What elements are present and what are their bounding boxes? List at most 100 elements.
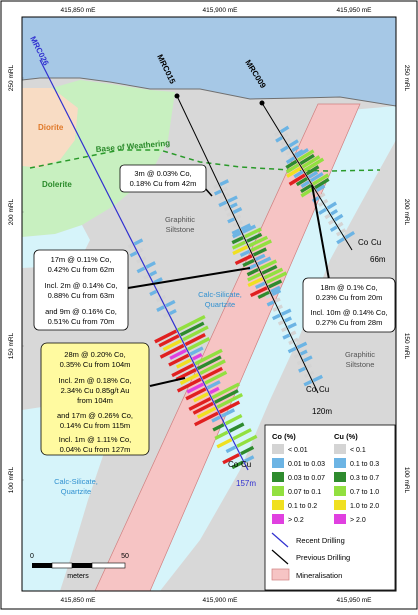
hole-mrc009-cu-label: Cu	[371, 238, 381, 247]
hole-mrc026-assay-bar	[168, 353, 190, 367]
hole-mrc009-assay-bar	[333, 213, 344, 222]
hole-mrc009-assay-bar	[300, 183, 313, 193]
scale-seg-1	[32, 563, 52, 568]
hole-mrc026-assay-bar	[159, 343, 185, 359]
hole-mrc015-assay-bar	[223, 206, 230, 212]
callout-mrc015-mid: 17m @ 0.11% Co, 0.42% Cu from 62m Incl. …	[33, 249, 129, 331]
rl-left-150: 150 mRL	[8, 332, 15, 359]
hole-mrc015-assay-bar	[222, 186, 229, 192]
hole-mrc015-assay-bar	[227, 217, 235, 224]
hole-mrc026-assay-bar	[225, 445, 237, 454]
scale-seg-4	[91, 562, 126, 569]
hole-mrc009-assay-bar	[301, 155, 321, 169]
legend-co-swatch	[272, 486, 284, 496]
hole-mrc026-assay-bar	[240, 445, 255, 456]
hole-mrc015-assay-bar	[232, 245, 249, 256]
hole-mrc026-assay-bar	[231, 460, 244, 470]
hole-mrc015-assay-bar	[293, 337, 299, 343]
hole-mrc015-assay-bar	[290, 330, 297, 336]
hole-mrc009-assay-bar	[309, 172, 324, 183]
scale-seg-2	[51, 562, 73, 569]
hole-mrc015-assay-bar	[237, 220, 244, 226]
scale-unit: meters	[67, 573, 89, 580]
hole-mrc026-assay-bar	[221, 408, 236, 418]
hole-mrc026-assay-bar	[188, 396, 212, 411]
calc-silicate-label-2a: Calc-Silicate,	[54, 477, 98, 486]
hole-mrc015-assay-bar	[296, 341, 308, 350]
hole-mrc015-assay-bar	[298, 366, 306, 373]
rl-labels: 250 mRL 200 mRL 150 mRL 100 mRL 250 mRL …	[8, 64, 410, 493]
hole-mrc015-assay-bar	[266, 300, 275, 307]
hole-mrc015-cu-label: Cu	[319, 385, 329, 394]
hole-mrc026-assay-bar	[129, 251, 138, 258]
hole-mrc009-assay-bar	[327, 219, 334, 226]
hole-mrc015-trace	[176, 95, 319, 394]
hole-mrc026-assay-bar	[137, 247, 144, 254]
hole-mrc026-trace	[39, 59, 249, 471]
easting-bottom-1: 415,850 mE	[60, 597, 96, 604]
diorite-label: Diorite	[38, 123, 64, 132]
hole-mrc026-assay-bar	[177, 314, 206, 332]
hole-mrc026-assay-bar	[212, 423, 225, 432]
hole-mrc026-assay-bar	[179, 321, 205, 337]
hole-mrc026-assay-bar	[169, 348, 187, 360]
hole-mrc015-assay-bar	[272, 307, 278, 312]
legend-cu-swatch	[334, 444, 346, 454]
hole-mrc026-assay-bar	[186, 382, 205, 394]
hole-mrc026-assay-bar	[184, 333, 206, 347]
hole-mrc026-assay-bar	[236, 434, 258, 448]
hole-mrc009-co-label: Co	[358, 238, 369, 247]
hole-mrc009-assay-bar	[275, 136, 283, 143]
legend-cu-label: > 2.0	[350, 517, 366, 524]
legend-cu-label: 0.3 to 0.7	[350, 475, 379, 482]
hole-mrc015-assay-bar	[277, 320, 284, 326]
hole-mrc009-assay-bar	[291, 145, 300, 153]
hole-mrc026-assay-bar	[187, 336, 211, 351]
legend-previous-line	[271, 549, 289, 565]
sky-area	[22, 17, 396, 106]
callout-009-line3: Incl. 10m @ 0.14% Co,	[310, 308, 387, 317]
base-of-weathering-line	[29, 149, 381, 172]
hole-mrc009-assay-bar	[337, 221, 344, 228]
callout-015-mid-line5: and 9m @ 0.16% Co,	[45, 307, 117, 316]
hole-mrc015-assay-bar	[306, 363, 313, 369]
hole-mrc009-assay-bar	[330, 209, 339, 216]
legend-co-label: 0.07 to 0.1	[288, 489, 321, 496]
legend-co-label: < 0.01	[288, 447, 308, 454]
legend-mineralisation-label: Mineralisation	[296, 571, 342, 580]
hole-mrc015-assay-bar	[288, 340, 294, 345]
legend-cu-swatch	[334, 500, 346, 510]
legend-cu-swatch	[334, 458, 346, 468]
hole-mrc015-assay-bar	[255, 253, 266, 262]
hole-mrc015-assay-bar	[224, 192, 230, 198]
rl-right-250: 250 mRL	[403, 65, 410, 92]
hole-mrc026-assay-bar	[201, 366, 223, 380]
hole-mrc026-assay-bar	[153, 277, 163, 285]
hole-mrc009-depth: 66m	[370, 255, 386, 264]
callout-026-line4: 2.34% Cu 0.85g/t Au	[61, 386, 130, 395]
legend-co-label: 0.1 to 0.2	[288, 503, 317, 510]
rl-right-100: 100 mRL	[403, 467, 410, 494]
hole-mrc009-assay-bar	[286, 166, 302, 178]
callout-015-mid-line3: Incl. 2m @ 0.14% Co,	[44, 281, 117, 290]
hole-mrc026-assay-bar	[193, 411, 219, 427]
hole-mrc015-assay-bar	[234, 254, 253, 266]
grid-lines	[22, 77, 26, 481]
hole-mrc015-assay-bar	[231, 235, 244, 245]
hole-mrc015-assay-bar	[244, 227, 262, 239]
legend-cu-label: < 0.1	[350, 447, 366, 454]
hole-mrc009-assay-bar	[319, 192, 326, 198]
hole-mrc026-assay-bar	[224, 414, 243, 426]
callout-015-mid-line2: 0.42% Cu from 62m	[48, 265, 115, 274]
hole-mrc015-assay-bar	[281, 308, 292, 316]
hole-mrc026-assay-bar	[127, 243, 134, 249]
dolerite-unit	[22, 80, 175, 237]
hole-mrc009-assay-bar	[317, 201, 324, 207]
callout-009-line2: 0.23% Cu from 20m	[316, 293, 383, 302]
hole-mrc015-assay-bar	[293, 353, 300, 359]
hole-mrc009-assay-bar	[288, 139, 299, 148]
leader-c026	[149, 377, 186, 387]
hole-mrc009-assay-bar	[312, 173, 330, 186]
hole-mrc009-assay-bar	[285, 163, 300, 174]
hole-mrc026-assay-bar	[216, 438, 233, 449]
